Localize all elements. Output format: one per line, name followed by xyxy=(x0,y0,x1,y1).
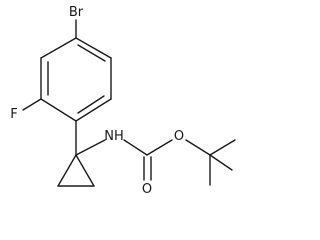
bond-cyclopropyl-nh xyxy=(75,139,106,156)
bond-o-ether-tbutyl xyxy=(185,139,211,156)
ring-bond-c6-c1 xyxy=(40,37,77,59)
ring-double-bond-c1-c2 xyxy=(77,44,106,62)
atom-label-o-carbonyl: O xyxy=(142,182,152,197)
bond-carbonyl-o-ether xyxy=(146,139,173,156)
bond-ring-f xyxy=(22,98,42,111)
molecule-structure-diagram: Br F NH O O xyxy=(10,5,236,197)
ring-bond-c4-c5 xyxy=(40,98,77,122)
atom-label-o-ether: O xyxy=(174,129,184,144)
tbutyl-methyl-up xyxy=(209,139,236,156)
ring-bond-c3-c4 xyxy=(75,98,112,122)
atom-label-nh: NH xyxy=(104,129,124,144)
cyclopropane-bond-a xyxy=(57,154,77,187)
atom-label-br: Br xyxy=(69,5,84,20)
atom-label-f: F xyxy=(10,107,17,122)
bond-nh-carbonyl xyxy=(123,139,148,156)
ring-double-bond-c3-c4 xyxy=(77,95,105,114)
benzene-ring xyxy=(40,37,112,122)
tbutyl-methyl-right xyxy=(209,154,233,171)
cyclopropane-bond-c xyxy=(75,154,95,187)
ring-bond-c1-c2 xyxy=(75,37,112,59)
tert-butyl-group xyxy=(209,139,236,186)
cyclopropane-ring xyxy=(57,154,95,187)
